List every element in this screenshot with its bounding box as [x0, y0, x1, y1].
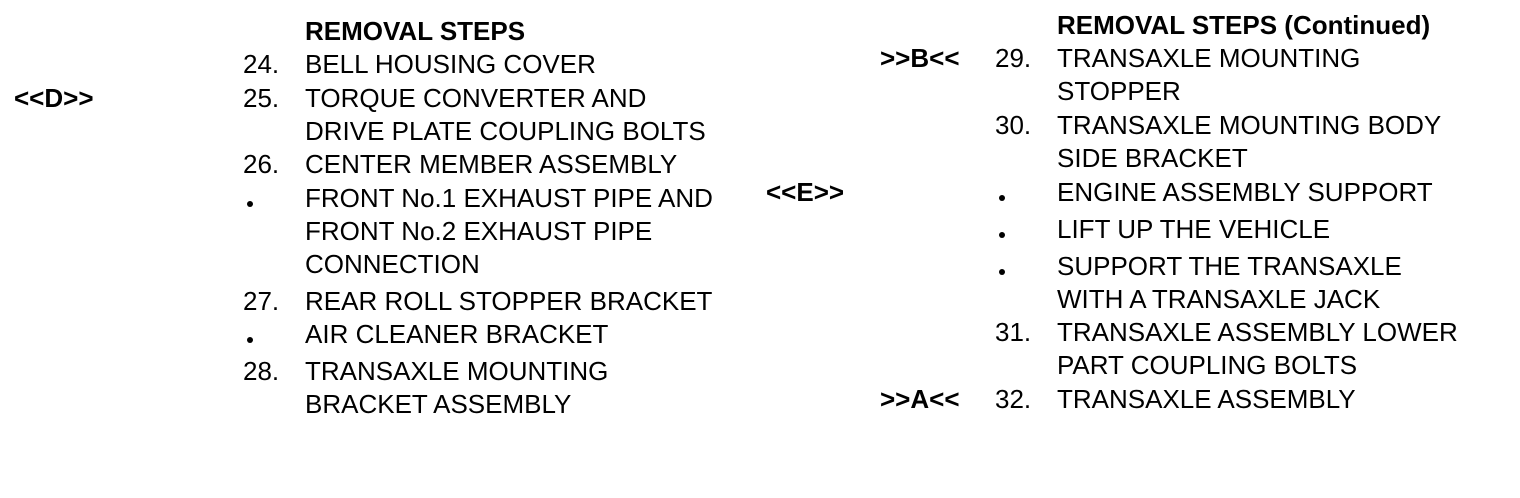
step-text-line: FRONT No.1 EXHAUST PIPE AND — [305, 183, 713, 213]
step-text: TRANSAXLE MOUNTING BODY SIDE BRACKET — [1057, 109, 1441, 175]
step-number: 31. — [995, 317, 1032, 347]
step-text: ENGINE ASSEMBLY SUPPORT — [1057, 176, 1433, 209]
step-text-line: CENTER MEMBER ASSEMBLY — [305, 149, 678, 179]
step-text-line: TRANSAXLE ASSEMBLY LOWER — [1057, 317, 1458, 347]
step-text: TRANSAXLE ASSEMBLY — [1057, 383, 1356, 416]
step-text-line: TRANSAXLE MOUNTING — [1057, 43, 1361, 73]
step-text-line: TORQUE CONVERTER AND — [305, 83, 647, 113]
bullet-icon — [999, 269, 1005, 275]
step-number: 25. — [243, 83, 280, 113]
step-text-line: BRACKET ASSEMBLY — [305, 389, 572, 419]
step-number: 28. — [243, 356, 280, 386]
step-text: SUPPORT THE TRANSAXLE WITH A TRANSAXLE J… — [1057, 250, 1402, 316]
step-number: 30. — [995, 110, 1032, 140]
step-text: TORQUE CONVERTER AND DRIVE PLATE COUPLIN… — [305, 82, 706, 148]
step-text-line: REAR ROLL STOPPER BRACKET — [305, 286, 713, 316]
step-text-line: PART COUPLING BOLTS — [1057, 350, 1358, 380]
step-text: REAR ROLL STOPPER BRACKET — [305, 285, 712, 318]
step-text: BELL HOUSING COVER — [305, 48, 596, 81]
step-text-line: FRONT No.2 EXHAUST PIPE — [305, 216, 653, 246]
step-text: TRANSAXLE MOUNTING STOPPER — [1057, 42, 1360, 108]
marker-b: >>B<< — [880, 43, 960, 73]
step-number: 27. — [243, 286, 280, 316]
bullet-icon — [247, 337, 253, 343]
step-text-line: TRANSAXLE MOUNTING — [305, 356, 609, 386]
bullet-icon — [247, 201, 253, 207]
step-text-line: SUPPORT THE TRANSAXLE — [1057, 251, 1402, 281]
step-text-line: STOPPER — [1057, 76, 1181, 106]
step-text: CENTER MEMBER ASSEMBLY — [305, 148, 677, 181]
step-text-line: ENGINE ASSEMBLY SUPPORT — [1057, 177, 1433, 207]
left-heading: REMOVAL STEPS — [305, 16, 526, 46]
step-text-line: WITH A TRANSAXLE JACK — [1057, 284, 1381, 314]
step-text-line: BELL HOUSING COVER — [305, 49, 596, 79]
step-text-line: TRANSAXLE MOUNTING BODY — [1057, 110, 1442, 140]
step-number: 24. — [243, 49, 280, 79]
step-text-line: SIDE BRACKET — [1057, 143, 1248, 173]
step-number: 29. — [995, 43, 1032, 73]
step-text: LIFT UP THE VEHICLE — [1057, 213, 1330, 246]
bullet-icon — [999, 195, 1005, 201]
step-text: FRONT No.1 EXHAUST PIPE AND FRONT No.2 E… — [305, 182, 713, 281]
marker-a: >>A<< — [880, 384, 960, 414]
step-text-line: AIR CLEANER BRACKET — [305, 319, 609, 349]
step-number: 32. — [995, 384, 1032, 414]
step-text-line: DRIVE PLATE COUPLING BOLTS — [305, 116, 706, 146]
step-text-line: TRANSAXLE ASSEMBLY — [1057, 384, 1356, 414]
right-heading: REMOVAL STEPS (Continued) — [1057, 10, 1431, 40]
step-text-line: CONNECTION — [305, 249, 480, 279]
bullet-icon — [999, 232, 1005, 238]
marker-e: <<E>> — [766, 177, 845, 207]
step-number: 26. — [243, 149, 280, 179]
step-text-line: LIFT UP THE VEHICLE — [1057, 214, 1331, 244]
step-text: TRANSAXLE ASSEMBLY LOWER PART COUPLING B… — [1057, 316, 1458, 382]
marker-d: <<D>> — [14, 83, 94, 113]
step-text: AIR CLEANER BRACKET — [305, 318, 608, 351]
step-text: TRANSAXLE MOUNTING BRACKET ASSEMBLY — [305, 355, 608, 421]
